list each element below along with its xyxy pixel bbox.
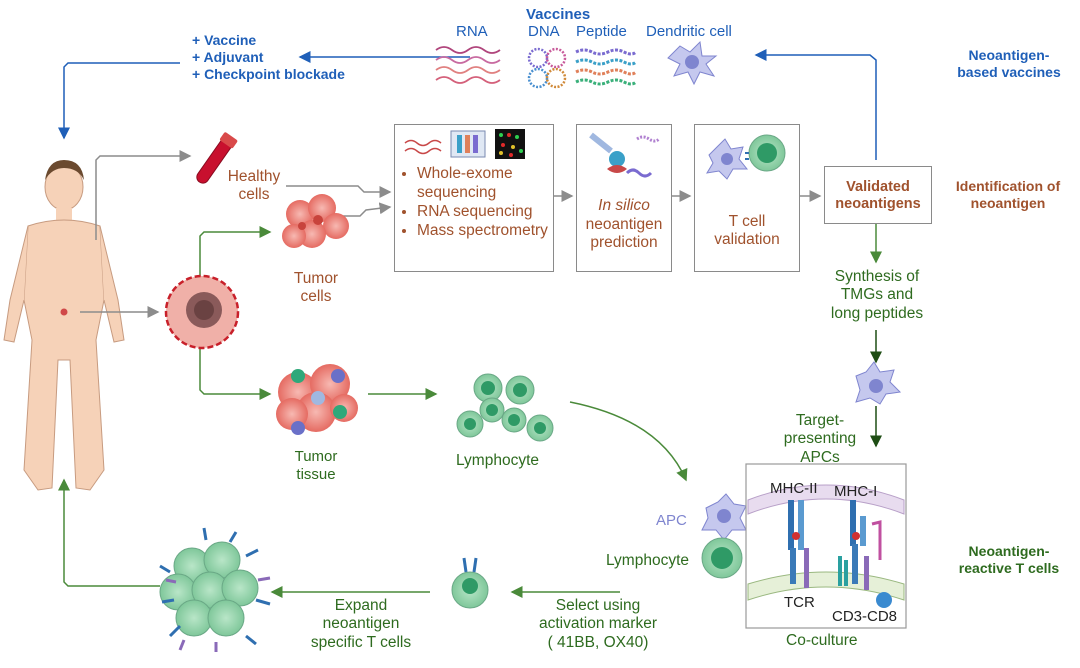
validated-neoantigens-box: Validated neoantigens xyxy=(824,166,932,224)
sequencing-illustration-icon xyxy=(404,129,525,159)
select-marker-label: Select using activation marker ( 41BB, O… xyxy=(538,597,657,651)
tumor-tissue-icon xyxy=(276,364,358,435)
vaccine-type-dna: DNA xyxy=(528,23,560,40)
sequencing-steps-list: Whole-exome sequencing RNA sequencing Ma… xyxy=(395,165,569,241)
coculture-panel xyxy=(745,463,907,629)
vaccine-type-dendritic-cell: Dendritic cell xyxy=(646,23,732,40)
mhc2-label: MHC-II xyxy=(770,480,818,497)
t-cell-validation-box: T cell validation xyxy=(694,124,800,272)
in-silico-italic: In silico xyxy=(598,197,650,214)
vaccines-header: Vaccines xyxy=(526,6,591,23)
rna-strand-icon xyxy=(435,46,501,84)
treatment-adjuvant: + Adjuvant xyxy=(192,49,264,65)
in-silico-box: In silico neoantigen prediction xyxy=(576,124,672,272)
step-rna-seq: RNA sequencing xyxy=(417,203,569,222)
selected-t-cell-icon xyxy=(451,557,489,609)
tumor-cells-label: Tumor cells xyxy=(293,270,339,306)
vaccine-type-peptide: Peptide xyxy=(576,23,627,40)
lymphocyte-cells-icon xyxy=(456,373,554,442)
mhc1-label: MHC-I xyxy=(834,483,878,500)
coculture-caption: Co-culture xyxy=(786,632,858,649)
apc-label: APC xyxy=(656,512,687,529)
apc-cell-icon xyxy=(855,361,902,405)
tcr-label: TCR xyxy=(784,594,815,611)
section-label-reactive: Neoantigen- reactive T cells xyxy=(958,543,1060,576)
expand-label: Expand neoantigen specific T cells xyxy=(310,597,412,651)
section-label-vaccines: Neoantigen- based vaccines xyxy=(957,47,1061,80)
target-apcs-label: Target- presenting APCs xyxy=(783,412,857,466)
cd3cd8-label: CD3-CD8 xyxy=(832,608,898,625)
human-body-icon xyxy=(3,160,125,491)
treatment-checkpoint-blockade: + Checkpoint blockade xyxy=(192,66,345,82)
in-silico-illustration-icon xyxy=(589,132,661,178)
sequencing-box: Whole-exome sequencing RNA sequencing Ma… xyxy=(394,124,554,272)
apc-lymphocyte-pair-icon xyxy=(701,493,747,579)
expanded-t-cells-icon xyxy=(159,527,271,652)
t-cell-validation-label: T cell validation xyxy=(714,213,780,249)
synthesis-label: Synthesis of TMGs and long peptides xyxy=(830,268,924,322)
tumor-mass-icon xyxy=(164,274,240,350)
vaccine-type-rna: RNA xyxy=(456,23,488,40)
lymphocyte-label: Lymphocyte xyxy=(456,452,539,469)
dendritic-cell-icon xyxy=(667,40,718,86)
step-whole-exome: Whole-exome sequencing xyxy=(417,165,569,203)
tumor-cells-icon xyxy=(282,194,349,248)
coculture-lymphocyte-label: Lymphocyte xyxy=(606,552,689,569)
tumor-tissue-label: Tumor tissue xyxy=(294,448,338,483)
validated-neoantigens-label: Validated neoantigens xyxy=(835,179,921,213)
peptide-chain-icon xyxy=(575,48,638,86)
step-mass-spec: Mass spectrometry xyxy=(417,222,569,241)
healthy-cells-label: Healthy cells xyxy=(227,168,281,204)
treatment-vaccine: + Vaccine xyxy=(192,32,257,48)
dna-plasmid-icon xyxy=(527,47,567,89)
in-silico-rest: neoantigen prediction xyxy=(585,216,663,252)
section-label-identification: Identification of neoantigen xyxy=(955,178,1061,211)
blood-tube-icon xyxy=(196,132,238,184)
t-cell-validation-illustration-icon xyxy=(706,134,786,180)
